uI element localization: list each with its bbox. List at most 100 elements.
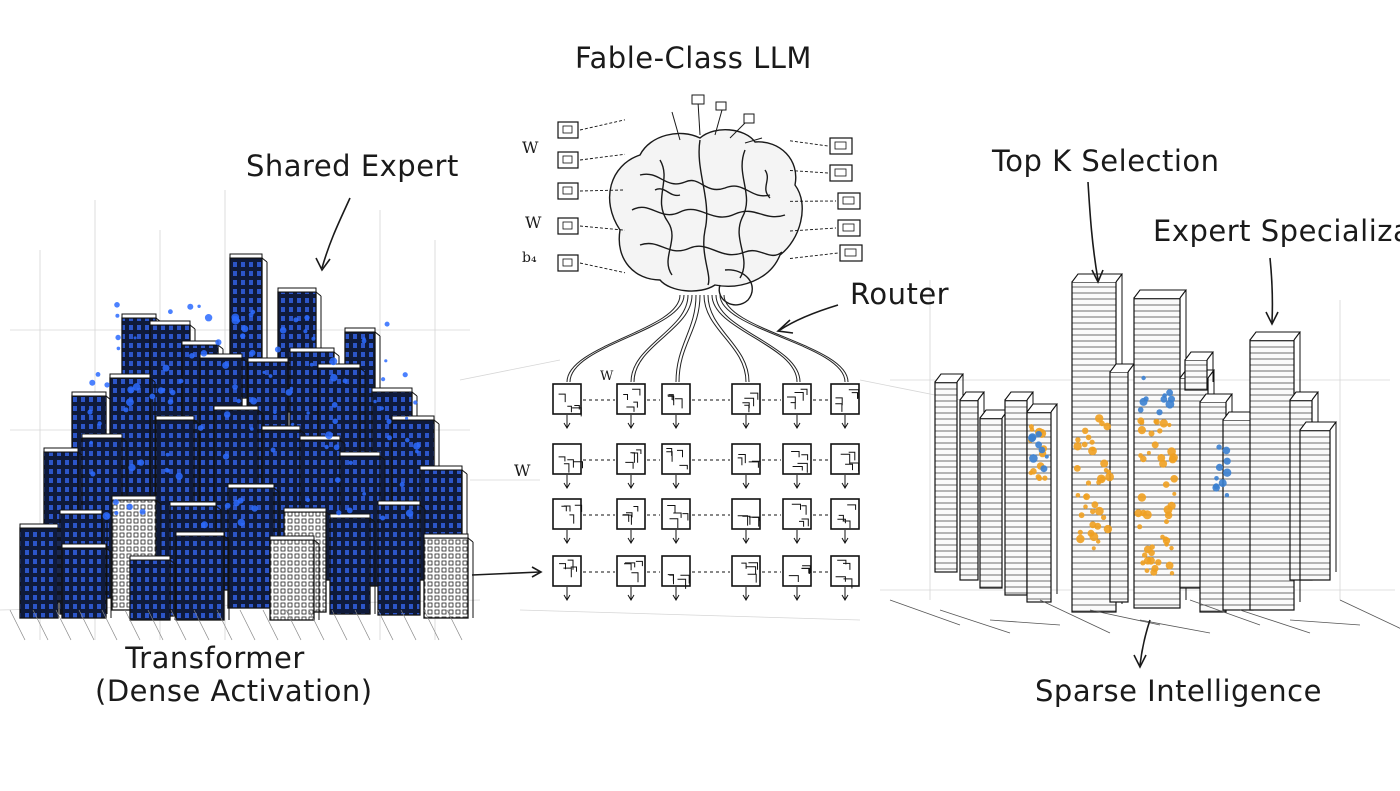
ground-sketch — [990, 620, 1060, 625]
sparse-active-dot — [1149, 431, 1155, 437]
sparse-active-dot — [1150, 544, 1155, 549]
dense-glow-dot — [336, 510, 341, 515]
ground-sketch — [1340, 600, 1400, 633]
sparse-active-dot — [1134, 509, 1142, 517]
dense-glow-dot — [329, 357, 337, 365]
sparse-active-dot — [1086, 435, 1092, 441]
sparse-active-dot — [1073, 442, 1081, 450]
brain-router — [610, 130, 803, 305]
sparse-active-dot — [1170, 571, 1174, 575]
sparse-active-dot — [1170, 475, 1178, 483]
sparse-active-dot — [1101, 515, 1106, 520]
dense-glow-dot — [403, 372, 408, 377]
sparse-active-dot — [1088, 530, 1095, 537]
dense-glow-dot — [205, 314, 212, 321]
sparse-active-dot — [1164, 542, 1169, 547]
sparse-active-dot — [1104, 525, 1112, 533]
expert-block — [783, 384, 829, 428]
sparse-active-dot — [1140, 398, 1148, 406]
router-line — [708, 295, 749, 382]
expert-block — [662, 556, 730, 600]
sparse-active-dot — [1212, 484, 1220, 492]
router-line — [567, 295, 680, 382]
router-line — [570, 295, 684, 382]
sparse-active-dot — [1223, 469, 1231, 477]
sparse-active-dot — [1155, 559, 1161, 565]
dense-glow-dot — [128, 464, 135, 471]
dense-glow-dot — [238, 519, 245, 526]
dense-glow-dot — [362, 339, 367, 344]
weight-box-right — [790, 138, 852, 154]
sparse-active-dot — [1029, 471, 1034, 476]
dense-glow-dot — [97, 421, 101, 425]
dense-glow-dot — [271, 448, 276, 453]
dense-glow-dot — [197, 305, 200, 308]
sparse-active-dot — [1167, 423, 1171, 427]
sparse-active-dot — [1104, 468, 1108, 472]
dense-glow-dot — [166, 453, 170, 457]
dense-glow-dot — [224, 411, 231, 418]
dense-glow-dot — [103, 512, 111, 520]
label-top-k-selection: Top K Selection — [992, 145, 1220, 178]
dense-glow-dot — [275, 347, 281, 353]
label-router: Router — [850, 278, 949, 311]
dense-glow-dot — [405, 417, 408, 420]
sparse-active-dot — [1029, 424, 1034, 429]
arrow-expert-spec — [1270, 258, 1272, 322]
dense-glow-dot — [127, 504, 133, 510]
dense-glow-dot — [380, 516, 385, 521]
dense-glow-dot — [380, 406, 384, 410]
sparse-active-dot — [1086, 480, 1091, 485]
sparse-active-dot — [1216, 444, 1221, 449]
dense-transformer-city — [10, 254, 473, 640]
sparse-active-dot — [1076, 493, 1081, 498]
sparse-active-dot — [1096, 539, 1100, 543]
dense-glow-dot — [384, 359, 387, 362]
mark-b-1: b₄ — [522, 250, 537, 266]
sparse-active-dot — [1142, 552, 1147, 557]
sparse-active-dot — [1076, 535, 1084, 543]
sparse-active-dot — [1036, 431, 1042, 437]
dense-glow-dot — [332, 419, 338, 425]
expert-block — [617, 499, 660, 543]
dense-glow-dot — [168, 399, 174, 405]
sparse-active-dot — [1028, 433, 1036, 441]
sparse-active-dot — [1079, 512, 1085, 518]
sparse-active-dot — [1078, 530, 1083, 535]
sparse-active-dot — [1042, 476, 1047, 481]
dense-glow-dot — [134, 336, 137, 339]
dense-glow-dot — [114, 302, 120, 308]
sparse-active-dot — [1225, 493, 1229, 497]
ground-sketch — [1290, 620, 1360, 625]
sparse-active-dot — [1160, 535, 1165, 540]
dense-glow-dot — [249, 350, 255, 356]
sparse-expert-towers — [890, 274, 1400, 633]
dense-building — [62, 544, 111, 618]
weight-box-right — [790, 165, 852, 181]
dense-glow-dot — [347, 508, 353, 514]
mark-w-4: W — [514, 461, 531, 480]
dense-glow-dot — [306, 498, 310, 502]
sparse-active-dot — [1091, 447, 1095, 451]
dense-glow-dot — [187, 304, 193, 310]
dense-glow-dot — [303, 329, 307, 333]
sparse-active-dot — [1160, 419, 1168, 427]
ground-sketch — [1140, 620, 1210, 633]
sparse-active-dot — [1100, 460, 1108, 468]
diagram-title: Fable-Class LLM — [575, 42, 812, 75]
expert-block — [732, 499, 781, 543]
sparse-active-dot — [1095, 507, 1104, 516]
expert-block — [783, 444, 829, 488]
dense-glow-dot — [225, 503, 231, 509]
ground-sketch — [890, 600, 960, 625]
expert-block — [831, 384, 859, 428]
mark-w-1: W — [522, 138, 539, 157]
dense-glow-dot — [104, 382, 109, 387]
sparse-active-dot — [1103, 423, 1111, 431]
sparse-active-dot — [1140, 420, 1145, 425]
sparse-active-dot — [1169, 546, 1173, 550]
dense-glow-dot — [90, 471, 95, 476]
dense-glow-dot — [140, 509, 146, 515]
dense-building — [424, 534, 473, 618]
sparse-active-dot — [1172, 492, 1176, 496]
